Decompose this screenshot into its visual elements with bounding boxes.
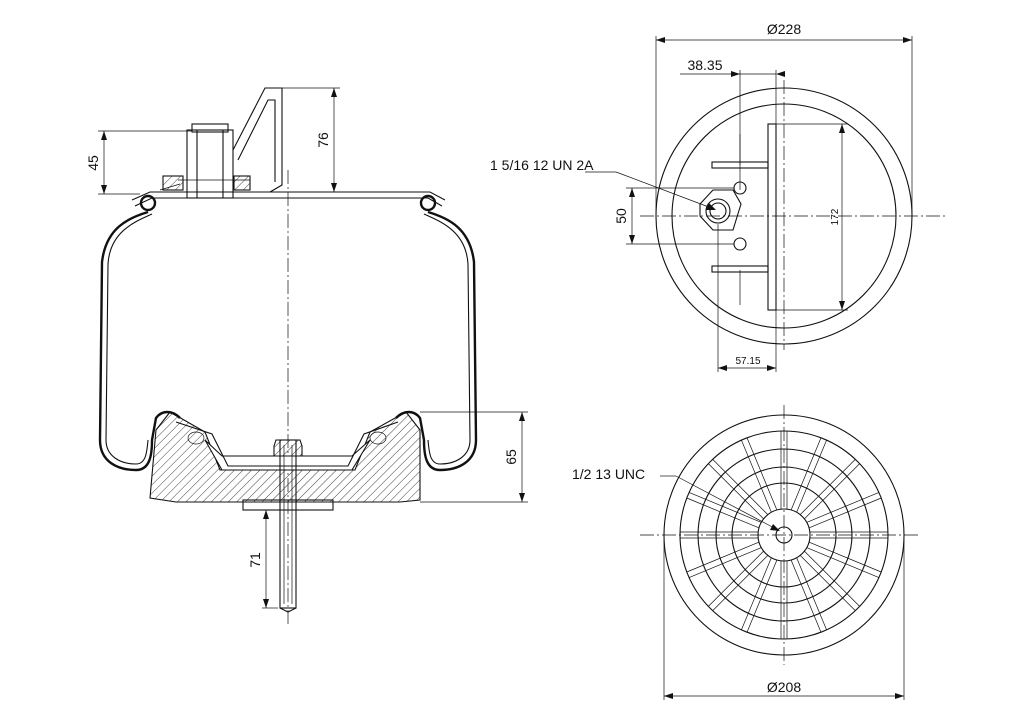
dim-bracket-offset-label: 38.35 [687,57,722,73]
bottom-thread-callout: 1/2 13 UNC [572,466,780,531]
dim-outer-diameter-label: Ø228 [767,21,801,37]
piston-rib [804,551,860,607]
dim-bracket-height-label: 76 [315,132,331,148]
bottom-view: Ø208 1/2 13 UNC [572,405,920,700]
piston-rib [686,497,759,529]
piston-rib [741,557,772,631]
dim-bracket-span-label: 172 [830,208,841,225]
top-view: Ø228 38.35 172 50 [490,21,945,372]
piston-rib [708,463,764,519]
piston-rib [688,547,762,578]
top-plate [131,183,446,212]
side-view: 45 76 65 71 [85,87,528,625]
dim-piston-height-label: 65 [503,449,519,465]
piston-rib [790,437,822,510]
piston-rib [800,459,856,515]
dim-bracket-width-label: 57.15 [735,356,760,367]
dim-stud-length-label: 71 [247,552,263,568]
piston-rib [790,560,822,633]
piston [149,411,421,511]
piston-rib [746,437,778,510]
piston-rib [688,492,762,523]
piston-rib [806,547,880,578]
top-stud-nut [699,181,747,251]
piston-rib [809,497,882,529]
dim-228: Ø228 [655,21,913,216]
piston-rib [708,551,764,607]
piston-rib [796,439,827,513]
piston-rib [804,463,860,519]
dim-50: 50 [613,187,734,245]
dim-76: 76 [282,87,430,193]
upper-mount-stud [162,123,251,199]
top-thread-callout-label: 1 5/16 12 UN 2A [490,157,594,173]
piston-ribs [680,431,888,639]
dim-172: 172 [776,123,848,311]
rubber-bellow [98,210,478,472]
top-thread-callout: 1 5/16 12 UN 2A [490,157,716,210]
piston-rib [746,560,778,633]
dim-71: 71 [243,509,278,609]
piston-rib [809,541,882,573]
lower-stud [273,439,303,613]
piston-rib [806,492,880,523]
top-bracket [711,123,777,311]
dim-57-15: 57.15 [717,224,777,372]
dim-208: Ø208 [663,540,905,700]
piston-rib [712,555,768,611]
dim-45: 45 [85,130,192,195]
dim-piston-diameter-label: Ø208 [767,679,801,695]
piston-rib [800,555,856,611]
piston-rib [741,439,772,513]
dim-38-35: 38.35 [680,57,785,190]
piston-rib [712,459,768,515]
dim-65: 65 [420,411,528,503]
piston-rib [686,541,759,573]
piston-rib [796,557,827,631]
dim-stud-offset-label: 50 [613,208,629,224]
dim-mount-height-label: 45 [85,155,101,171]
bottom-thread-callout-label: 1/2 13 UNC [572,466,645,482]
